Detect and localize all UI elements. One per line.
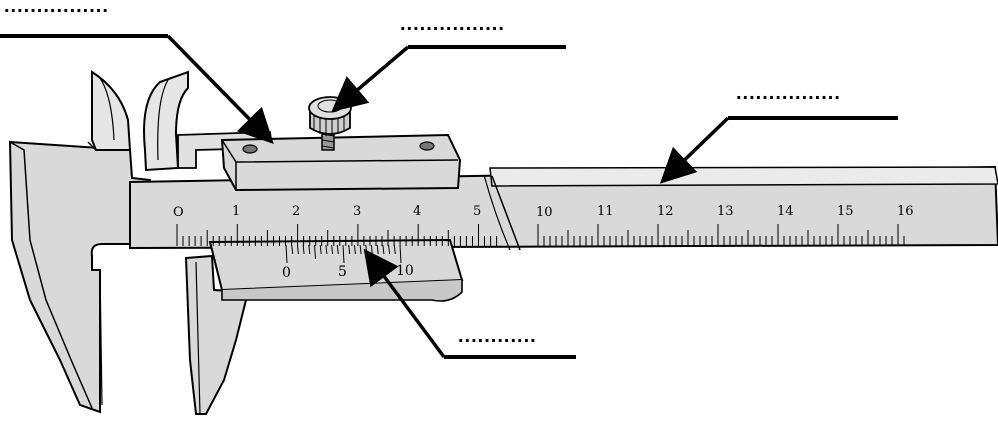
- leader-top-center: [331, 45, 566, 113]
- vernier-scale-tick: [359, 244, 362, 255]
- vernier-scale-label: 10: [396, 263, 414, 279]
- locking-screw: [308, 96, 352, 151]
- main-scale-label: 16: [897, 204, 914, 219]
- vernier-plate-edge: [211, 247, 223, 291]
- main-scale-label: 15: [837, 204, 854, 219]
- main-scale-label: 10: [536, 205, 553, 220]
- vernier-scale-tick: [331, 244, 334, 255]
- leader-right: [659, 116, 898, 184]
- lower-sliding-jaw-edge: [195, 261, 201, 415]
- vernier-scale-labels: 0 5 10: [282, 263, 414, 281]
- upper-fixed-jaw-edge: [99, 77, 115, 141]
- main-beam-end-curve-inner: [483, 174, 511, 251]
- main-beam-end-curve: [491, 175, 521, 251]
- slider-top-block: [220, 133, 462, 192]
- main-scale-label: 11: [597, 204, 614, 219]
- vernier-scale-tick: [399, 244, 402, 264]
- slider-screw-right: [419, 141, 435, 151]
- upper-fixed-jaw-base: [87, 141, 130, 151]
- upper-sliding-jaw: [143, 70, 189, 172]
- leader-top-left: [0, 34, 274, 145]
- vernier-scale-label: 0: [282, 265, 291, 281]
- blank-label-bottom: ............: [458, 325, 537, 347]
- vernier-scale-tick: [348, 244, 351, 255]
- vernier-scale-tick: [353, 244, 356, 255]
- main-scale-label: 5: [473, 204, 481, 219]
- vernier-scale-label: 5: [338, 264, 347, 280]
- main-scale-label: 4: [413, 204, 421, 219]
- vernier-scale-tick: [302, 244, 305, 255]
- main-scale-label: 1: [232, 204, 240, 219]
- slider-screw-left: [242, 144, 258, 154]
- main-scale-ticks: [176, 224, 905, 246]
- leader-bottom: [363, 248, 576, 359]
- vernier-scale-tick: [314, 244, 316, 260]
- main-scale-labels: O 1 2 3 4 5 10 11 12 13 14 15 16: [173, 204, 914, 220]
- main-scale-label: 14: [777, 204, 794, 219]
- upper-sliding-jaw-edge: [157, 79, 169, 161]
- main-scale-label: 2: [292, 204, 300, 219]
- blank-label-top-center: ................: [400, 13, 505, 35]
- vernier-scale-tick: [319, 244, 322, 255]
- fixed-jaw-face: [9, 141, 93, 409]
- vernier-scale-tick: [308, 244, 311, 255]
- blank-label-top-left: ................: [4, 0, 109, 17]
- vernier-plate-thumb: [221, 280, 463, 302]
- vernier-scale-tick: [285, 244, 288, 264]
- main-scale-label: 13: [717, 204, 734, 219]
- vernier-scale-tick: [325, 244, 328, 255]
- main-scale-label: 12: [657, 204, 674, 219]
- main-scale-label: 3: [353, 204, 361, 219]
- main-scale-label: O: [173, 205, 184, 220]
- blank-label-right: ................: [736, 82, 841, 104]
- fixed-jaw-inner-edge: [99, 269, 103, 406]
- vernier-scale-tick: [336, 244, 339, 255]
- vernier-scale-tick: [296, 244, 299, 255]
- vernier-scale-tick: [291, 244, 294, 255]
- main-beam-top-face: [489, 166, 998, 187]
- vernier-scale-tick: [342, 244, 345, 264]
